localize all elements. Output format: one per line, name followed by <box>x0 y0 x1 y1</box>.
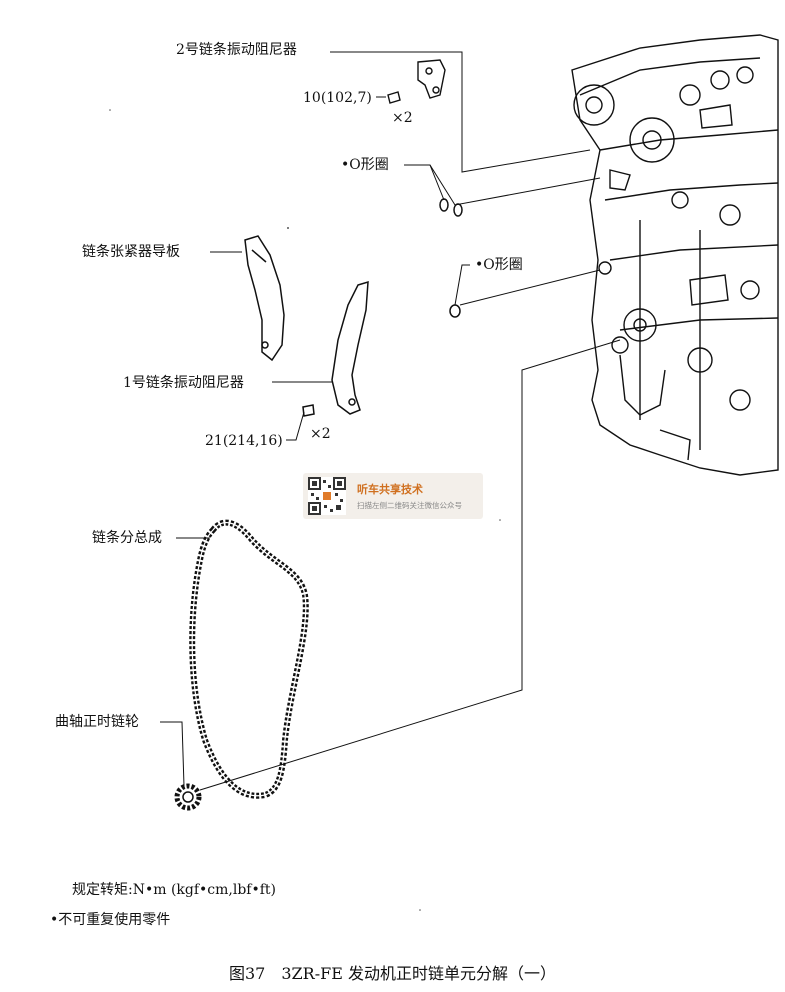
label-torque-bottom: 21(214,16) <box>205 433 283 449</box>
label-damper1: 1号链条振动阻尼器 <box>123 375 244 391</box>
o-rings <box>439 198 463 318</box>
label-oring-2: •O形圈 <box>475 257 523 273</box>
damper1-part <box>302 280 369 417</box>
label-oring-1: •O形圈 <box>341 157 389 173</box>
watermark-banner: 听车共享技术 扫描左侧二维码关注微信公众号 <box>303 473 483 519</box>
chain-part <box>189 519 309 799</box>
tensioner-slipper-part <box>244 235 285 362</box>
label-qty-bottom: ×2 <box>310 426 331 442</box>
label-chain: 链条分总成 <box>92 530 162 546</box>
non-reusable-note: •不可重复使用零件 <box>50 912 171 928</box>
figure-caption: 图37 3ZR-FE 发动机正时链单元分解（一） <box>229 964 556 983</box>
qr-code-icon <box>308 477 346 515</box>
label-crank-sprocket: 曲轴正时链轮 <box>55 714 139 730</box>
scan-specks <box>109 109 501 911</box>
label-torque-top: 10(102,7) <box>303 90 372 106</box>
crank-sprocket-part <box>174 783 202 811</box>
watermark-title: 听车共享技术 <box>357 483 423 496</box>
damper2-part <box>387 59 446 104</box>
engine-block <box>571 34 779 476</box>
label-qty-top: ×2 <box>392 110 413 126</box>
leader-lines <box>160 51 621 791</box>
torque-spec-note: 规定转矩:N•m (kgf•cm,lbf•ft) <box>72 882 277 898</box>
label-damper2: 2号链条振动阻尼器 <box>176 42 297 58</box>
label-tensioner-slipper: 链条张紧器导板 <box>82 244 180 260</box>
watermark-subtitle: 扫描左侧二维码关注微信公众号 <box>357 501 462 510</box>
